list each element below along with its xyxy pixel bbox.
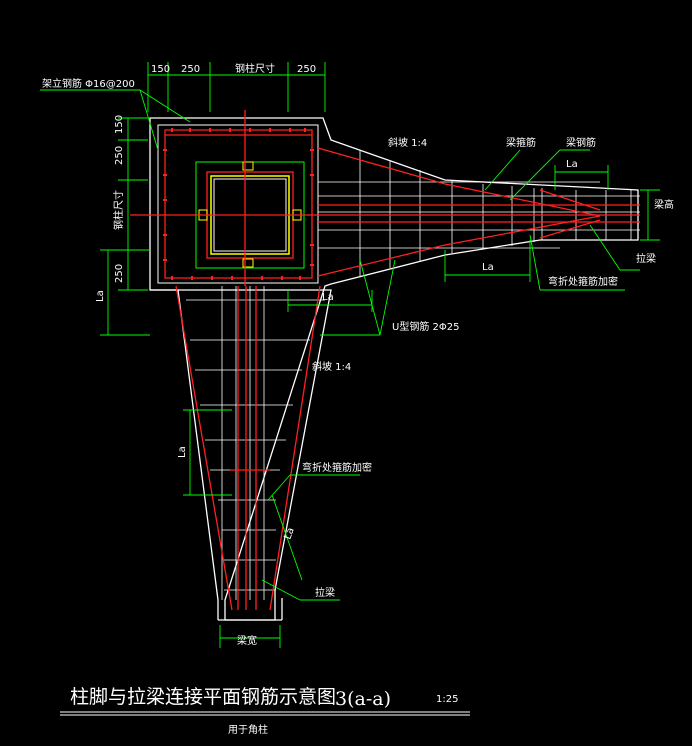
- label-u-rebar: U型钢筋 2Φ25: [392, 320, 459, 333]
- dim-beam-width: 梁宽: [237, 634, 257, 647]
- label-bend-extra-right: 弯折处箍筋加密: [548, 275, 618, 288]
- usage-note: 用于角柱: [228, 723, 268, 736]
- dimension-lines: [40, 62, 660, 648]
- section-mark: 3(a-a): [335, 688, 391, 710]
- dim-left-150: 150: [114, 115, 125, 134]
- rebars: [130, 110, 640, 611]
- dim-la-left: La: [95, 290, 106, 302]
- dim-left-250-b: 250: [114, 264, 125, 283]
- label-bend-extra-down: 弯折处箍筋加密: [302, 461, 372, 474]
- dim-top-column: 钢柱尺寸: [235, 62, 275, 75]
- label-erect-rebar: 架立钢筋 Φ16@200: [42, 77, 135, 90]
- dim-top-250: 250: [181, 64, 200, 75]
- dim-la-mid: La: [322, 292, 334, 303]
- concrete-outline: [149, 117, 639, 621]
- pedestal: [157, 124, 319, 284]
- dim-top-250-right: 250: [297, 64, 316, 75]
- label-tie-beam-down: 拉梁: [315, 586, 335, 599]
- label-slope-down: 斜坡 1:4: [312, 360, 351, 373]
- dim-left-column: 钢柱尺寸: [112, 190, 125, 230]
- dim-la-right-bottom: La: [482, 262, 494, 273]
- dim-la-column: La: [177, 446, 188, 458]
- stirrups-right: [318, 150, 640, 276]
- dim-la-diag: La: [282, 526, 296, 541]
- dim-top-150: 150: [151, 64, 170, 75]
- label-stirrup-beam: 梁箍筋: [506, 136, 536, 149]
- dim-la-upper-right: La: [566, 159, 578, 170]
- drawing-scale: 1:25: [436, 694, 458, 705]
- drawing-title: 柱脚与拉梁连接平面钢筋示意图: [70, 686, 336, 708]
- label-tie-beam-right: 拉梁: [636, 252, 656, 265]
- label-beam-rebar: 梁钢筋: [566, 136, 596, 149]
- dim-left-250: 250: [114, 146, 125, 165]
- label-beam-height: 梁高: [654, 198, 674, 211]
- title-lines: [60, 711, 470, 716]
- label-slope-right: 斜坡 1:4: [388, 136, 427, 149]
